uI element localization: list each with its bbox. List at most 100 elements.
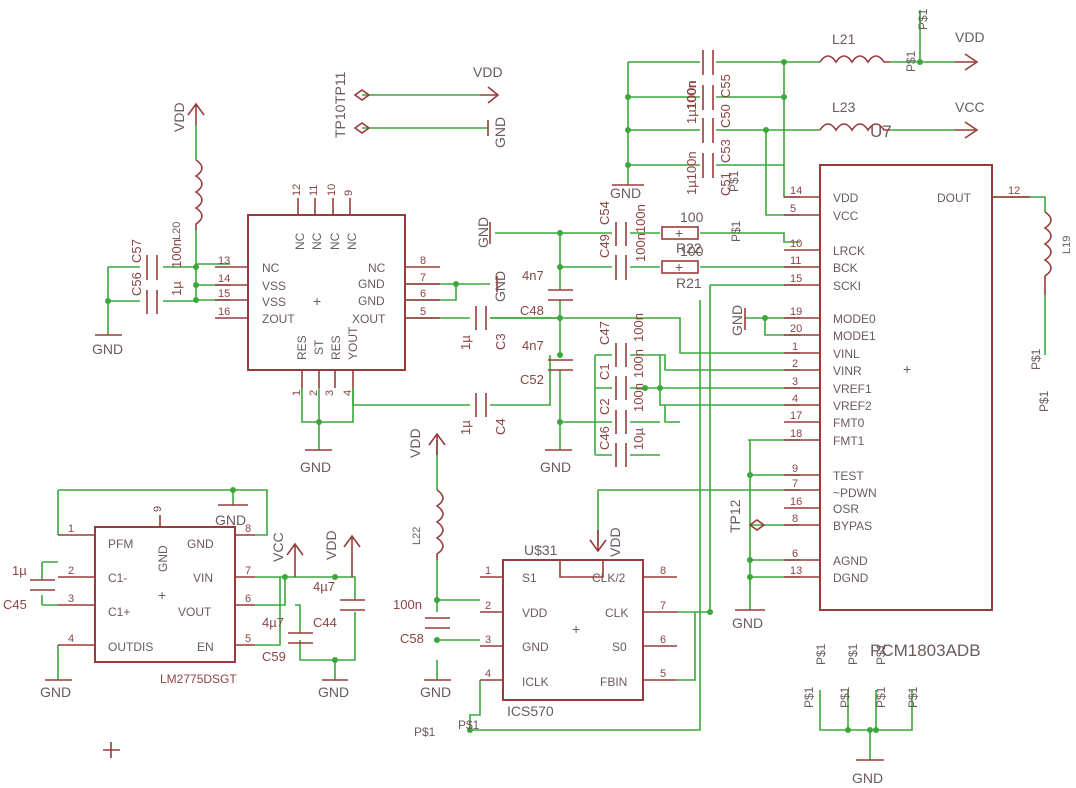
svg-text:C59: C59 xyxy=(262,649,286,664)
svg-text:10: 10 xyxy=(326,184,338,196)
svg-text:9: 9 xyxy=(343,190,355,196)
inductors xyxy=(194,55,1052,560)
svg-text:GND: GND xyxy=(540,459,571,475)
svg-text:P$1: P$1 xyxy=(1037,390,1051,412)
svg-text:S0: S0 xyxy=(612,640,627,654)
svg-text:C52: C52 xyxy=(520,372,544,387)
chip-origin-mark: + xyxy=(158,587,166,603)
capacitor-c2 xyxy=(615,410,627,434)
svg-text:GND: GND xyxy=(732,615,763,631)
svg-text:100n: 100n xyxy=(631,349,646,378)
svg-text:NC: NC xyxy=(262,261,280,275)
svg-text:C1-: C1- xyxy=(108,571,127,585)
svg-text:5: 5 xyxy=(245,633,251,645)
chip-ics570[interactable]: 1 2 3 4 8 7 6 5 S1 VDD GND ICLK CLK/2 CL… xyxy=(480,542,677,719)
svg-text:P$1: P$1 xyxy=(874,686,888,708)
chip-ics570-pin-names: S1 VDD GND ICLK CLK/2 CLK S0 FBIN xyxy=(522,571,628,689)
svg-text:1: 1 xyxy=(68,523,74,535)
svg-text:2: 2 xyxy=(68,565,74,577)
capacitor-top-3 xyxy=(702,118,714,143)
svg-text:TP10: TP10 xyxy=(332,104,348,138)
svg-text:5: 5 xyxy=(420,306,426,318)
pin-num: 16 xyxy=(790,496,802,508)
svg-text:VDD: VDD xyxy=(522,606,548,620)
svg-text:6: 6 xyxy=(420,288,426,300)
capacitor-top-2 xyxy=(702,85,714,110)
pin-num: 17 xyxy=(790,410,802,422)
chip-oscillator[interactable]: 13 14 15 16 8 7 6 5 12 11 10 9 1 2 3 4 N… xyxy=(215,184,440,396)
svg-text:VDD: VDD xyxy=(833,191,859,205)
svg-text:R21: R21 xyxy=(676,275,702,291)
svg-text:CLK: CLK xyxy=(605,606,628,620)
svg-text:OUTDIS: OUTDIS xyxy=(108,640,153,654)
svg-text:5: 5 xyxy=(660,668,666,680)
chip-lm2775[interactable]: 1 2 3 4 8 7 6 5 9 PFM C1- C1+ OUTDIS GND… xyxy=(58,506,255,686)
svg-text:7: 7 xyxy=(660,600,666,612)
svg-text:PFM: PFM xyxy=(108,537,133,551)
chip-pcm1803-ref: U7 xyxy=(870,122,892,141)
svg-text:C1+: C1+ xyxy=(108,605,130,619)
svg-text:P$1: P$1 xyxy=(802,686,816,708)
capacitor-c58 xyxy=(425,617,450,629)
svg-text:P$1: P$1 xyxy=(1029,348,1043,370)
capacitor-top-4 xyxy=(702,153,714,178)
capacitor-c4 xyxy=(475,393,487,417)
svg-text:9: 9 xyxy=(152,506,164,512)
chip-pcm1803-pin-names: VDD VCC LRCK BCK SCKI MODE0 MODE1 VINL V… xyxy=(833,191,972,585)
svg-text:C50: C50 xyxy=(718,104,733,128)
capacitor-c1 xyxy=(615,376,627,400)
svg-text:11: 11 xyxy=(308,185,320,196)
svg-text:1: 1 xyxy=(485,565,491,577)
chip-oscillator-pin-names: NC VSS VSS ZOUT NC GND GND XOUT NC NC NC… xyxy=(262,232,386,360)
svg-text:+: + xyxy=(675,259,683,275)
svg-text:MODE1: MODE1 xyxy=(833,329,876,343)
svg-text:FMT0: FMT0 xyxy=(833,416,865,430)
svg-text:8: 8 xyxy=(660,565,666,577)
svg-text:C1: C1 xyxy=(597,363,612,380)
svg-text:1µ: 1µ xyxy=(458,335,473,350)
svg-text:NC: NC xyxy=(293,232,307,250)
label-vcc: VCC xyxy=(955,99,985,115)
pin-num: 8 xyxy=(792,513,798,525)
svg-text:100n: 100n xyxy=(169,239,184,268)
svg-text:1µ100n: 1µ100n xyxy=(684,151,699,195)
svg-text:+: + xyxy=(675,225,683,241)
svg-text:8: 8 xyxy=(420,255,426,267)
pin-num: 20 xyxy=(790,323,802,335)
svg-text:2: 2 xyxy=(485,600,491,612)
chip-pcm1803-pins: 14 5 10 11 15 19 20 1 2 3 4 17 18 9 7 16… xyxy=(784,185,1030,578)
svg-text:4µ7: 4µ7 xyxy=(262,615,284,630)
pin-num: 13 xyxy=(790,565,802,577)
svg-text:C51: C51 xyxy=(718,172,733,196)
svg-text:100n: 100n xyxy=(684,81,699,110)
svg-text:4µ7: 4µ7 xyxy=(313,579,335,594)
svg-text:BYPAS: BYPAS xyxy=(833,519,872,533)
svg-text:GND: GND xyxy=(522,640,549,654)
svg-text:R22: R22 xyxy=(676,240,702,256)
svg-text:C48: C48 xyxy=(520,303,544,318)
pin-num: 1 xyxy=(792,341,798,353)
svg-text:100n100n: 100n100n xyxy=(633,204,648,262)
svg-text:NC: NC xyxy=(368,261,386,275)
svg-text:15: 15 xyxy=(218,288,230,300)
svg-text:GND: GND xyxy=(358,277,385,291)
svg-text:4: 4 xyxy=(342,390,354,396)
svg-text:C47: C47 xyxy=(597,321,612,345)
svg-text:GND: GND xyxy=(492,117,508,148)
capacitor-c56 xyxy=(146,290,158,314)
svg-text:3: 3 xyxy=(485,634,491,646)
chip-origin-mark: + xyxy=(572,621,580,637)
svg-text:6: 6 xyxy=(245,593,251,605)
svg-text:GND: GND xyxy=(92,341,123,357)
pin-num: 14 xyxy=(790,185,802,197)
svg-text:VOUT: VOUT xyxy=(178,605,212,619)
svg-text:VDD: VDD xyxy=(323,530,339,560)
svg-text:VDD: VDD xyxy=(607,527,623,557)
svg-text:GND: GND xyxy=(215,512,246,528)
svg-text:13: 13 xyxy=(218,255,230,267)
svg-text:P$1: P$1 xyxy=(846,643,860,665)
svg-text:4: 4 xyxy=(68,633,74,645)
chip-pcm1803[interactable]: 14 5 10 11 15 19 20 1 2 3 4 17 18 9 7 16… xyxy=(784,122,1030,660)
capacitor-c49 xyxy=(615,222,627,246)
